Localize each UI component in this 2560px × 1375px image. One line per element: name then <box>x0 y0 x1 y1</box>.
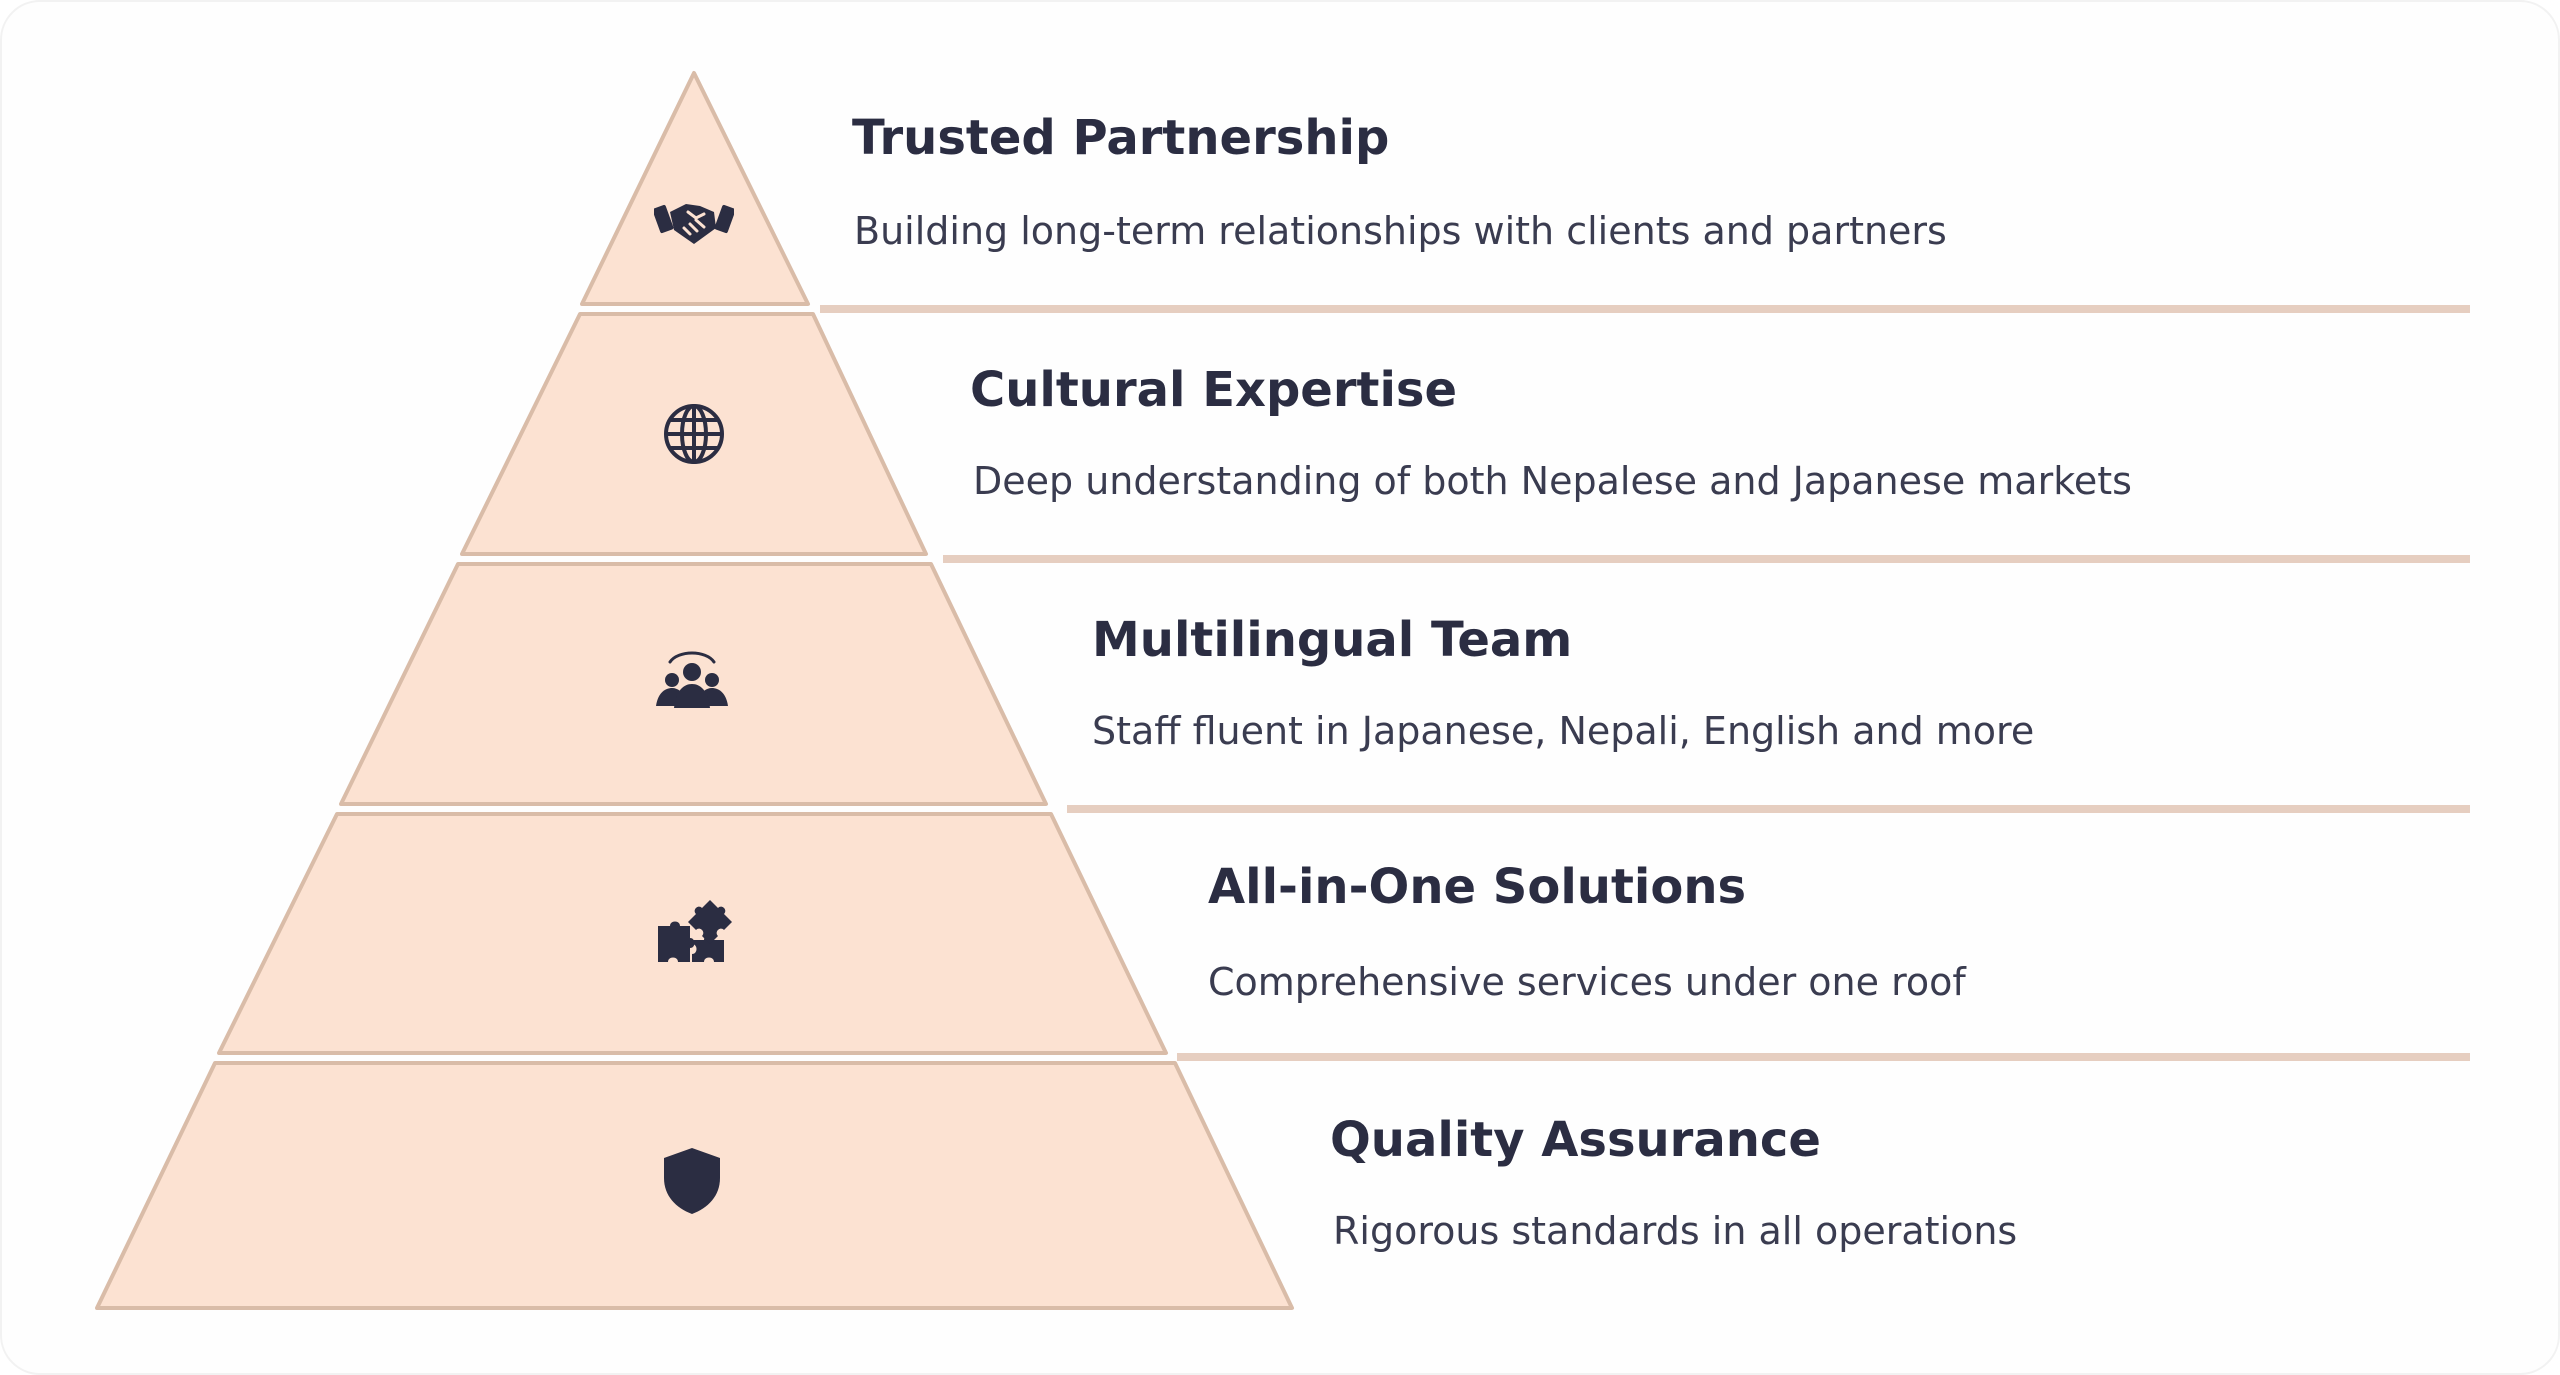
tier-1-title: Trusted Partnership <box>852 110 1390 166</box>
tier-3-divider <box>1067 805 2470 813</box>
tier-5-description: Rigorous standards in all operations <box>1333 1209 2018 1253</box>
tier-4-shape <box>217 812 1168 1055</box>
team-icon <box>652 644 732 724</box>
shield-icon <box>652 1140 732 1220</box>
tier-3-description: Staff fluent in Japanese, Nepali, Englis… <box>1092 709 2035 753</box>
tier-4-description: Comprehensive services under one roof <box>1208 960 1966 1004</box>
tier-2-title: Cultural Expertise <box>970 362 1458 418</box>
tier-1-shape <box>580 71 810 306</box>
tier-2-description: Deep understanding of both Nepalese and … <box>973 459 2132 503</box>
tier-3-title: Multilingual Team <box>1092 612 1573 668</box>
tier-5-title: Quality Assurance <box>1330 1112 1821 1168</box>
tier-4-divider <box>1177 1053 2470 1061</box>
tier-4-title: All-in-One Solutions <box>1208 859 1747 915</box>
handshake-icon <box>654 182 734 262</box>
tier-1-divider <box>820 305 2470 313</box>
tier-3-shape <box>339 562 1048 806</box>
tier-2-divider <box>943 555 2470 563</box>
puzzle-icon <box>654 894 734 974</box>
globe-icon <box>654 394 734 474</box>
tier-1-description: Building long-term relationships with cl… <box>854 209 1947 253</box>
